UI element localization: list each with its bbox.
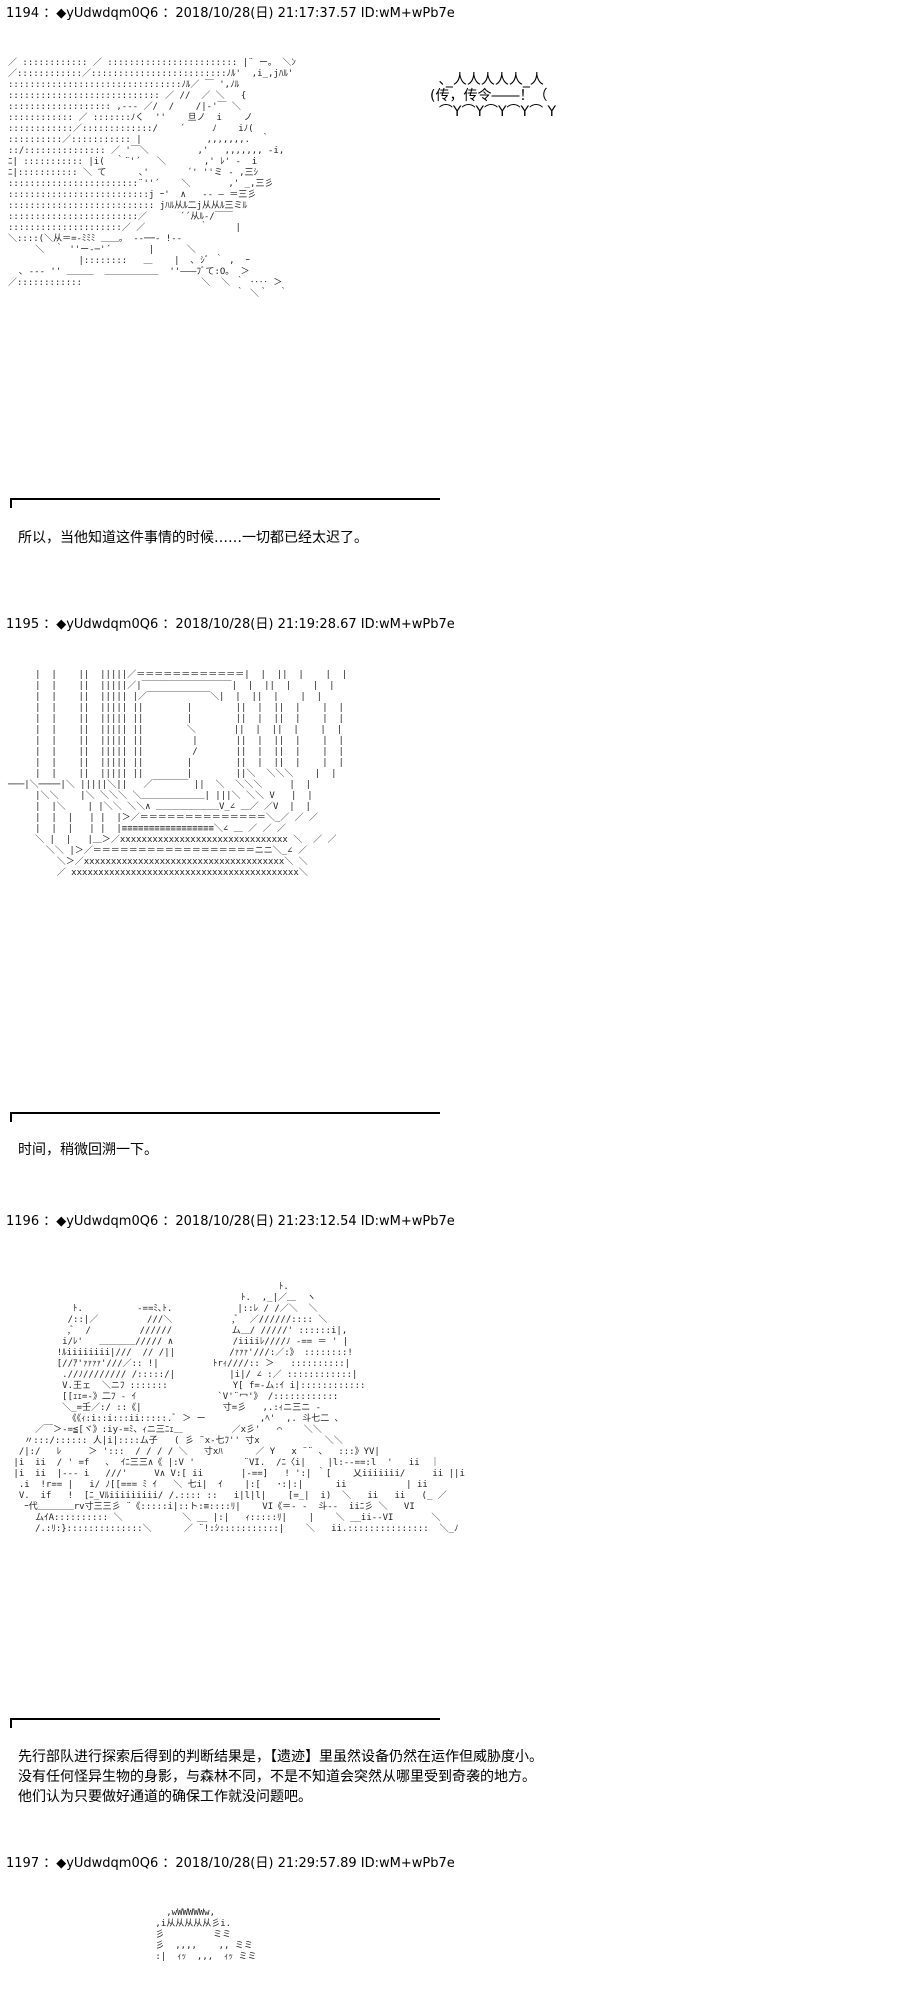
post-header-1197: 1197 ：◆yUdwdqm0Q6 ：2018/10/28(日) 21:29:5… — [6, 1856, 455, 1871]
caption-1194: 所以，当他知道这件事情的时候……一切都已经太迟了。 — [18, 530, 368, 546]
ascii-art-two-figures: ﾄ. ﾄ. ,_|／＿ ヽ ﾄ. -==ﾐ､ﾄ. |::ﾚ / /／＼ ＼ /:… — [13, 1282, 465, 1534]
section-divider — [10, 1112, 440, 1122]
ascii-art-figure-partial: ,wWWWWWw, ,i从从从从从彡i. 彡 ミミ 彡 ,,,, ,, ミミ :… — [155, 1908, 257, 1962]
caption-1196: 先行部队进行探索后得到的判断结果是，【遗迹】里虽然设备仍然在运作但威胁度小。 没… — [18, 1749, 543, 1805]
speech-bubble: ､_人人人人人_人(传，传令――！（ ⌒Y⌒Y⌒Y⌒Y⌒ Y — [430, 72, 557, 120]
post-header-1195: 1195 ：◆yUdwdqm0Q6 ：2018/10/28(日) 21:19:2… — [6, 617, 455, 632]
section-divider — [10, 498, 440, 508]
section-divider — [10, 1718, 440, 1728]
ascii-art-figure-collapsed: ／ :::::::::::: ／ :::::::::::::::::::::::… — [8, 58, 296, 299]
post-header-1194: 1194 ：◆yUdwdqm0Q6 ：2018/10/28(日) 21:17:3… — [6, 6, 455, 21]
ascii-art-corridor: | | || |||||／＝＝＝＝＝＝＝＝＝＝＝＝| | || | | | | … — [8, 670, 348, 878]
caption-1195: 时间，稍微回溯一下。 — [18, 1142, 158, 1158]
post-header-1196: 1196 ：◆yUdwdqm0Q6 ：2018/10/28(日) 21:23:1… — [6, 1214, 455, 1229]
